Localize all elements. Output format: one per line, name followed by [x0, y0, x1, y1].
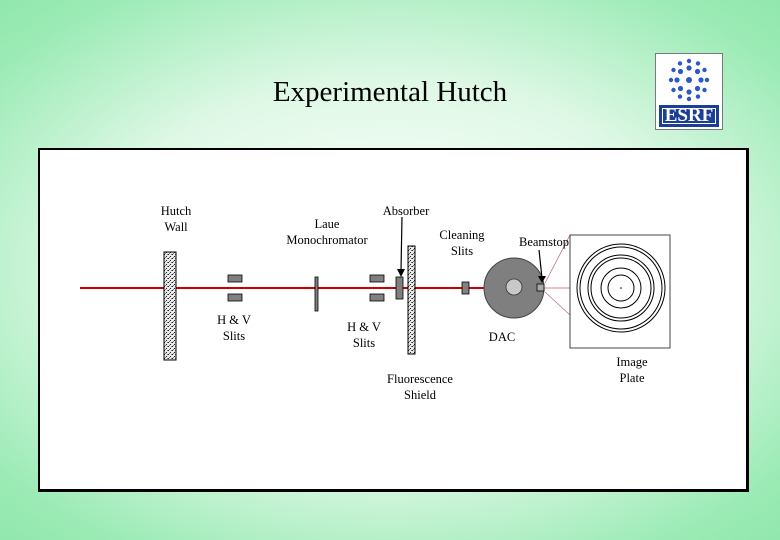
beamstop-arrow [538, 249, 543, 279]
beamstop [536, 283, 545, 292]
esrf-logo: ESRF [655, 53, 723, 130]
beamline-schematic [80, 216, 671, 361]
image-plate [569, 234, 671, 349]
label-hv-slits-2: H & V Slits [347, 320, 381, 350]
laue-monochromator [314, 276, 319, 312]
plate-guide-bottom [544, 291, 571, 316]
cleaning-slits [461, 281, 470, 295]
hutch-diagram-panel: Hutch Wall Laue Monochromator Absorber C… [38, 148, 749, 492]
label-fluorescence-shield: Fluorescence Shield [387, 372, 453, 402]
label-image-plate: Image Plate [616, 355, 648, 385]
fluorescence-shield [407, 245, 416, 355]
label-absorber: Absorber [382, 204, 430, 218]
hv-slits-2-bottom [369, 293, 385, 302]
logo-ring-icon [668, 58, 710, 102]
label-beamstop: Beamstop [519, 235, 569, 249]
label-laue-monochromator: Laue Monochromator [286, 217, 368, 247]
hv-slits-2-top [369, 274, 385, 283]
label-hutch-wall: Hutch Wall [160, 204, 192, 234]
hv-slits-1-bottom [227, 293, 243, 302]
hutch-wall [163, 251, 177, 361]
absorber-arrow [400, 216, 403, 272]
slide-title: Experimental Hutch [272, 76, 508, 108]
label-hv-slits-1: H & V Slits [217, 313, 251, 343]
label-cleaning-slits: Cleaning Slits [439, 228, 485, 258]
logo-text: ESRF [659, 105, 719, 127]
hv-slits-1-top [227, 274, 243, 283]
dac-sample [505, 278, 523, 296]
plate-guide-top [544, 234, 571, 284]
absorber [395, 276, 404, 300]
label-dac: DAC [488, 330, 516, 344]
